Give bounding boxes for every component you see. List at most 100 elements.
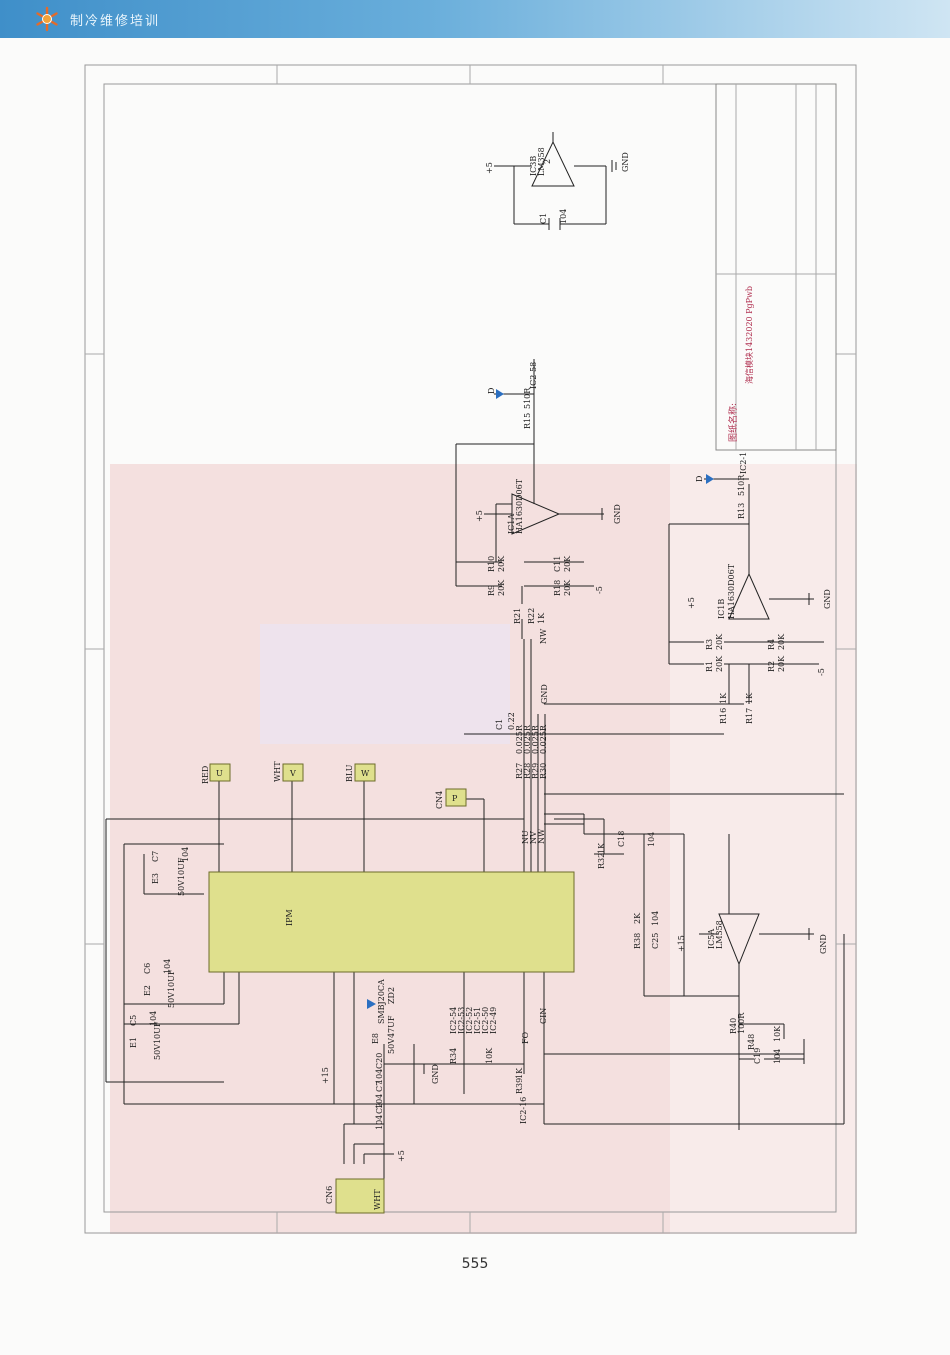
ic1b-r17-val: 1K <box>745 692 754 704</box>
ipm-module <box>208 871 575 973</box>
ic1a-c11-val: 20K <box>563 555 572 572</box>
cap-e2-val: 50V10UF <box>167 969 176 1008</box>
c7b-val: 104 <box>375 1094 384 1109</box>
drawing-name-label: 图纸名称: <box>727 403 739 442</box>
ic5a-ref: IC5A <box>707 929 716 949</box>
cap-c7: C7 <box>151 851 160 862</box>
ic1b-supply: +5 <box>687 597 696 609</box>
ic1a-gnd: GND <box>613 504 622 524</box>
ic2-net-51: IC2-51 <box>473 1007 482 1034</box>
ic2-net-49: IC2-49 <box>489 1007 498 1034</box>
label-wht: WHT <box>273 761 282 782</box>
plus15-label: +15 <box>321 1067 330 1084</box>
c2-ref: C2 <box>375 1103 384 1114</box>
c1-ref: C1 <box>495 719 504 730</box>
gnd-bottom-label: GND <box>431 1064 440 1084</box>
page-header: 制冷维修培训 <box>0 0 950 38</box>
ic3b-cap-ref: C1 <box>539 213 548 224</box>
ic5a-r38-val: 2K <box>633 912 642 924</box>
ipm-label: IPM <box>285 909 294 926</box>
brand-text: 制冷维修培训 <box>70 14 161 29</box>
ic1a-r10-val: 20K <box>497 555 506 572</box>
ic1b-r2-val: 20K <box>777 655 786 672</box>
cn6-label: CN6 <box>325 1186 334 1204</box>
ic3b-gnd: GND <box>621 152 630 172</box>
ic1b-diode-ref: D <box>695 476 704 482</box>
shunt-r28: R28 <box>523 763 532 779</box>
r39-ref: R39 <box>515 1078 524 1094</box>
ic1b-r4: R4 <box>767 639 776 650</box>
ic1a-net-minus: -5 <box>595 586 604 594</box>
ic5a-r48-val: 10K <box>773 1025 782 1042</box>
ic5a-c18: C18 <box>617 831 626 847</box>
ic5a-c25: C25 <box>651 933 660 949</box>
ic1b-r17: R17 <box>745 708 754 724</box>
ic1b-opamp <box>668 478 824 704</box>
ic2-net-50: IC2-50 <box>481 1007 490 1034</box>
shunt-r28-val: 0.025R <box>523 724 532 754</box>
ic1a-r15-val: 510R <box>523 387 532 409</box>
cap-e3: E3 <box>151 873 160 884</box>
ic1b-r1: R1 <box>705 661 714 672</box>
connector-v <box>282 763 304 782</box>
ic1b-r16-val: 1K <box>719 692 728 704</box>
shunt-r27: R27 <box>515 763 524 779</box>
r34-val: 10K <box>485 1047 494 1064</box>
drawing-name-value: 海信模块1432020 PgPwb <box>744 286 754 384</box>
ic5a-c19: C19 <box>753 1048 762 1064</box>
ic1a-r22-val: 1K <box>537 612 546 624</box>
ic3b-opamp <box>494 132 617 230</box>
ipm-nu: NU <box>521 830 530 844</box>
cap-c7-val: 104 <box>181 847 190 862</box>
ic1a-opamp <box>455 359 604 639</box>
cap-c5: C5 <box>129 1015 138 1026</box>
ic1a-r10: R10 <box>487 556 496 572</box>
ic5a-c19-val: 104 <box>773 1049 782 1064</box>
cap-e1-val: 50V10UF <box>153 1021 162 1060</box>
label-blu: BLU <box>345 764 354 782</box>
c7b-ref: C7 <box>375 1081 384 1092</box>
ic1b-r13: R13 <box>737 503 746 519</box>
r39-val: 1K <box>515 1067 524 1079</box>
title-block: 图纸名称: 海信模块1432020 PgPwb <box>715 83 837 451</box>
ic1b-gnd: GND <box>823 589 832 609</box>
fo-label: FO <box>521 1031 530 1044</box>
c20-ref: C20 <box>375 1053 384 1069</box>
ic1a-part: HA1630D06T <box>515 478 524 534</box>
ic1b-out-net: IC2-1 <box>739 452 748 474</box>
ic1a-out-net: IC2-58 <box>529 362 538 389</box>
ic3b-cap-val: 104 <box>559 209 568 224</box>
e8-ref: E8 <box>371 1033 380 1044</box>
ic1b-r13-val: 510R <box>737 474 746 496</box>
ic1a-c11: C11 <box>553 556 562 572</box>
ipm-nw: NW <box>537 828 546 844</box>
ic1a-r9: R9 <box>487 585 496 596</box>
diode-d-ic1b <box>706 474 714 484</box>
ic5a-opamp <box>643 834 814 1130</box>
ic1a-ref: IC1A <box>507 514 516 534</box>
cap-c6-val: 104 <box>163 959 172 974</box>
ic5a-r48: R48 <box>747 1034 756 1050</box>
cap-e1: E1 <box>129 1037 138 1048</box>
ic5a-gnd: GND <box>819 934 828 954</box>
ic1a-r9-val: 20K <box>497 579 506 596</box>
ic1b-net-minus: -5 <box>817 668 826 676</box>
label-w: W <box>361 769 370 778</box>
c20-val: 104 <box>375 1069 384 1084</box>
shunt-r29: R29 <box>531 763 540 779</box>
shunt-r29-val: 0.025R <box>531 724 540 754</box>
ic1a-r18-val: 20K <box>563 579 572 596</box>
ic2-net-52: IC2-52 <box>465 1007 474 1034</box>
ic5a-supply: +15 <box>677 935 686 952</box>
cn6-wht-label: WHT <box>373 1189 382 1210</box>
label-gnd-c1: GND <box>540 684 549 704</box>
ic3b-supply: +5 <box>485 162 494 174</box>
ic1b-r3-val: 20K <box>715 633 724 650</box>
shunt-r30-val: 0.025R <box>539 724 548 754</box>
ipm-nv: NV <box>529 831 538 844</box>
cap-c6: C6 <box>143 963 152 974</box>
shunt-r30: R30 <box>539 763 548 779</box>
ic5a-r38: R38 <box>633 933 642 949</box>
label-v: V <box>289 769 296 778</box>
cap-e3-val: 50V10UF <box>177 857 186 896</box>
